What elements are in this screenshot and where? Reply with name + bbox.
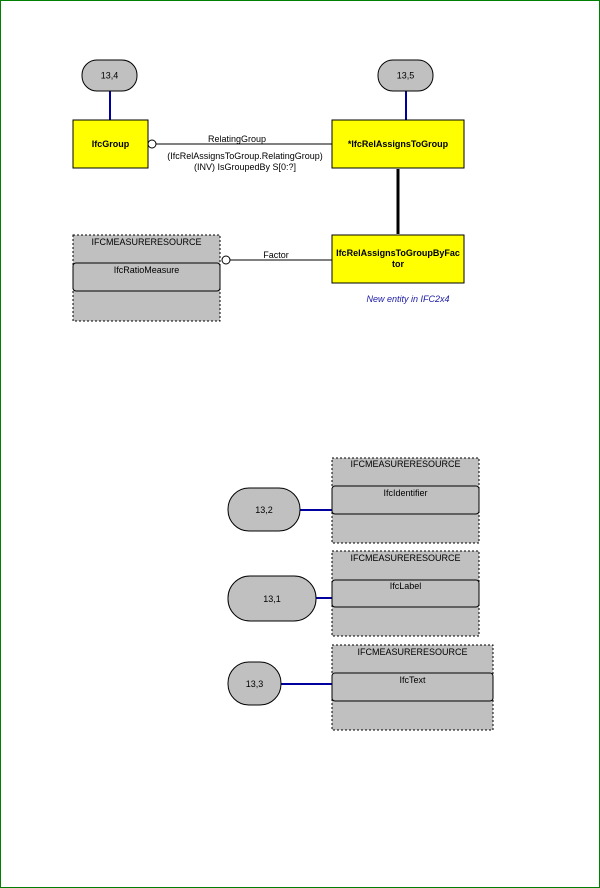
ref-13-4-label: 13,4 [101,71,119,81]
resource-text-type: IfcText [399,675,426,685]
entity-ifcrelassignstogroupbyfactor[interactable]: IfcRelAssignsToGroupByFac tor [331,234,465,284]
entity-ifcgroup[interactable]: IfcGroup [72,119,149,169]
ref-13-3[interactable]: 13,3 [227,661,282,706]
ref-13-3-label: 13,3 [246,679,264,689]
resource-ifclabel[interactable]: IFCMEASURERESOURCE IfcLabel [331,550,480,637]
factor-label: Factor [263,250,289,260]
resource-ifctext[interactable]: IFCMEASURERESOURCE IfcText [331,644,494,731]
new-entity-note: New entity in IFC2x4 [366,294,449,304]
resource-ifcratiomeasure[interactable]: IFCMEASURERESOURCE IfcRatioMeasure [72,234,221,322]
resource-identifier-schema: IFCMEASURERESOURCE [350,459,460,469]
ref-13-5[interactable]: 13,5 [377,59,434,92]
resource-ratio-schema: IFCMEASURERESOURCE [91,237,201,247]
resource-label-type: IfcLabel [390,581,422,591]
ref-13-1[interactable]: 13,1 [227,575,317,622]
factor-end-circle [221,255,231,265]
resource-label-schema: IFCMEASURERESOURCE [350,553,460,563]
ref-13-4[interactable]: 13,4 [81,59,138,92]
entity-ifcrelassignstogroup[interactable]: *IfcRelAssignsToGroup [331,119,465,169]
inverse-label-line1: (IfcRelAssignsToGroup.RelatingGroup) [167,151,323,161]
ref-13-2[interactable]: 13,2 [227,487,301,532]
relating-group-end-circle [147,139,157,149]
relating-group-label: RelatingGroup [208,134,266,144]
entity-ifcgroup-label: IfcGroup [92,139,130,149]
ref-13-2-label: 13,2 [255,505,273,515]
inverse-label-line2: (INV) IsGroupedBy S[0:?] [194,162,296,172]
resource-text-schema: IFCMEASURERESOURCE [357,647,467,657]
resource-ifcidentifier[interactable]: IFCMEASURERESOURCE IfcIdentifier [331,457,480,544]
entity-ifcrelassignstogroup-label: *IfcRelAssignsToGroup [348,139,449,149]
resource-ratio-type: IfcRatioMeasure [114,265,180,275]
ref-13-5-label: 13,5 [397,71,415,81]
entity-factor-label-line2: tor [392,259,404,269]
resource-identifier-type: IfcIdentifier [383,488,427,498]
ref-13-1-label: 13,1 [263,594,281,604]
entity-factor-label-line1: IfcRelAssignsToGroupByFac [336,248,460,258]
